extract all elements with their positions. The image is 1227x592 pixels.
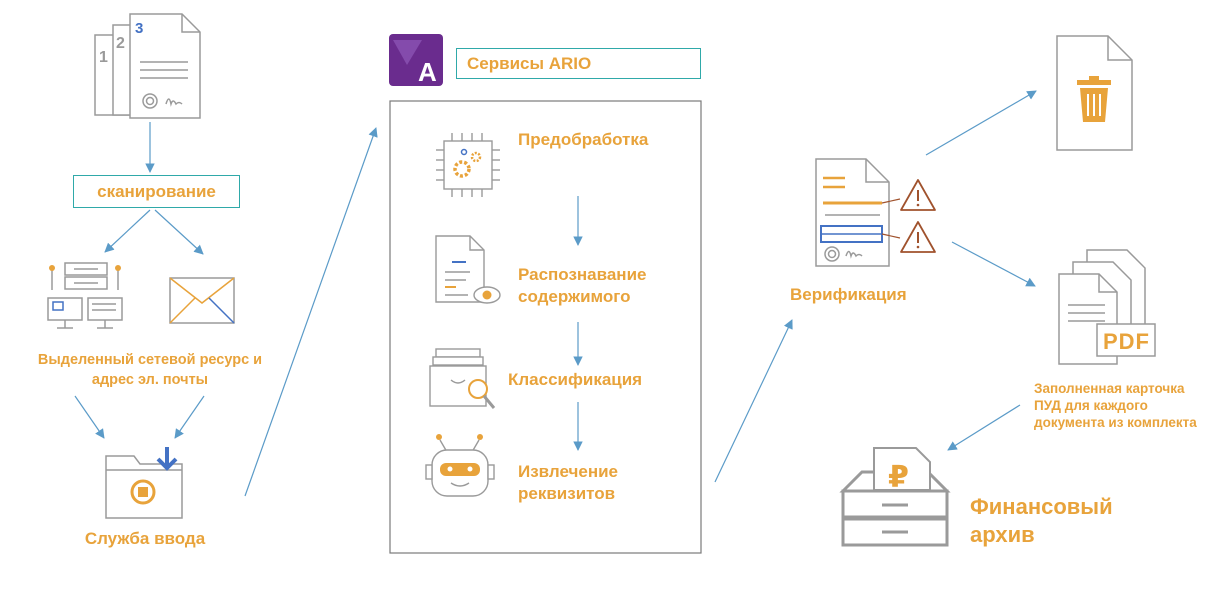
verification-connector-2 [881,233,901,239]
robot-eye-right [467,466,473,472]
archive-box-icon [839,447,951,547]
arrow-resource-to-input-left [74,395,105,439]
warning-icon-bottom [900,221,936,253]
scanning-label: сканирование [73,175,240,208]
server-indicator-right [115,265,121,271]
classification-label: Классификация [508,370,643,389]
server-indicator-left [49,265,55,271]
gear-icon-tiny [460,148,468,156]
robot-mouth [450,482,470,487]
network-servers-icon [47,262,123,329]
arrow-resource-to-input-right [174,395,205,439]
arrow-card-to-archive [947,404,1021,451]
preprocessing-chip-icon [436,133,500,197]
email-envelope-icon [169,277,235,324]
robot-eye-left [447,466,453,472]
robot-visor [440,463,480,476]
arrow-scanning-to-email [154,209,204,255]
preprocessing-label: Предобработка [518,130,649,149]
arrow-verification-to-pdf [951,241,1036,287]
robot-antenna-right [477,434,483,440]
verification-document-icon [815,158,890,267]
content-recognition-label: Распознавание содержимого [518,265,647,306]
ario-services-frame [389,100,702,554]
ruble-icon: ₽ [888,461,909,494]
extraction-label: Извлечение реквизитов [518,462,618,503]
filled-card-label: Заполненная карточка ПУД для каждого док… [1034,381,1197,430]
arrow-ario-to-verification [714,319,793,483]
ario-services-label: Сервисы ARIO [456,48,701,79]
recognition-document-icon [435,235,485,303]
pdf-stack-icon [1058,249,1156,365]
robot-antenna-left [436,434,442,440]
finance-archive-label: Финансовый архив [970,494,1113,547]
warning-icon-top [900,179,936,211]
page-number-3: 3 [135,20,143,37]
download-arrow-icon [156,447,178,471]
page-number-1: 1 [99,49,108,66]
ario-logo-letter: A [418,57,437,87]
gear-icon-small [470,151,482,163]
page-number-2: 2 [116,35,125,52]
ario-logo [389,34,443,86]
arrow-input-to-ario [244,127,378,497]
trash-can-stripes [1087,94,1101,116]
network-resource-label: Выделенный сетевой ресурс и адрес эл. по… [37,352,263,388]
eye-icon [473,286,501,304]
flow-arrows [74,90,1037,497]
folder-chip-center [138,487,148,497]
scanned-pages-icon [94,13,201,119]
arrow-scanning-to-servers [104,209,151,253]
verification-label: Верификация [790,285,907,304]
magnifier-icon [468,379,496,409]
verification-connector-1 [881,198,901,204]
folder-chip-icon [130,479,156,505]
pdf-label: PDF [1103,329,1150,354]
arrow-verification-to-trash [925,90,1037,156]
input-service-label: Служба ввода [84,529,206,548]
gear-icon-large [453,160,471,178]
